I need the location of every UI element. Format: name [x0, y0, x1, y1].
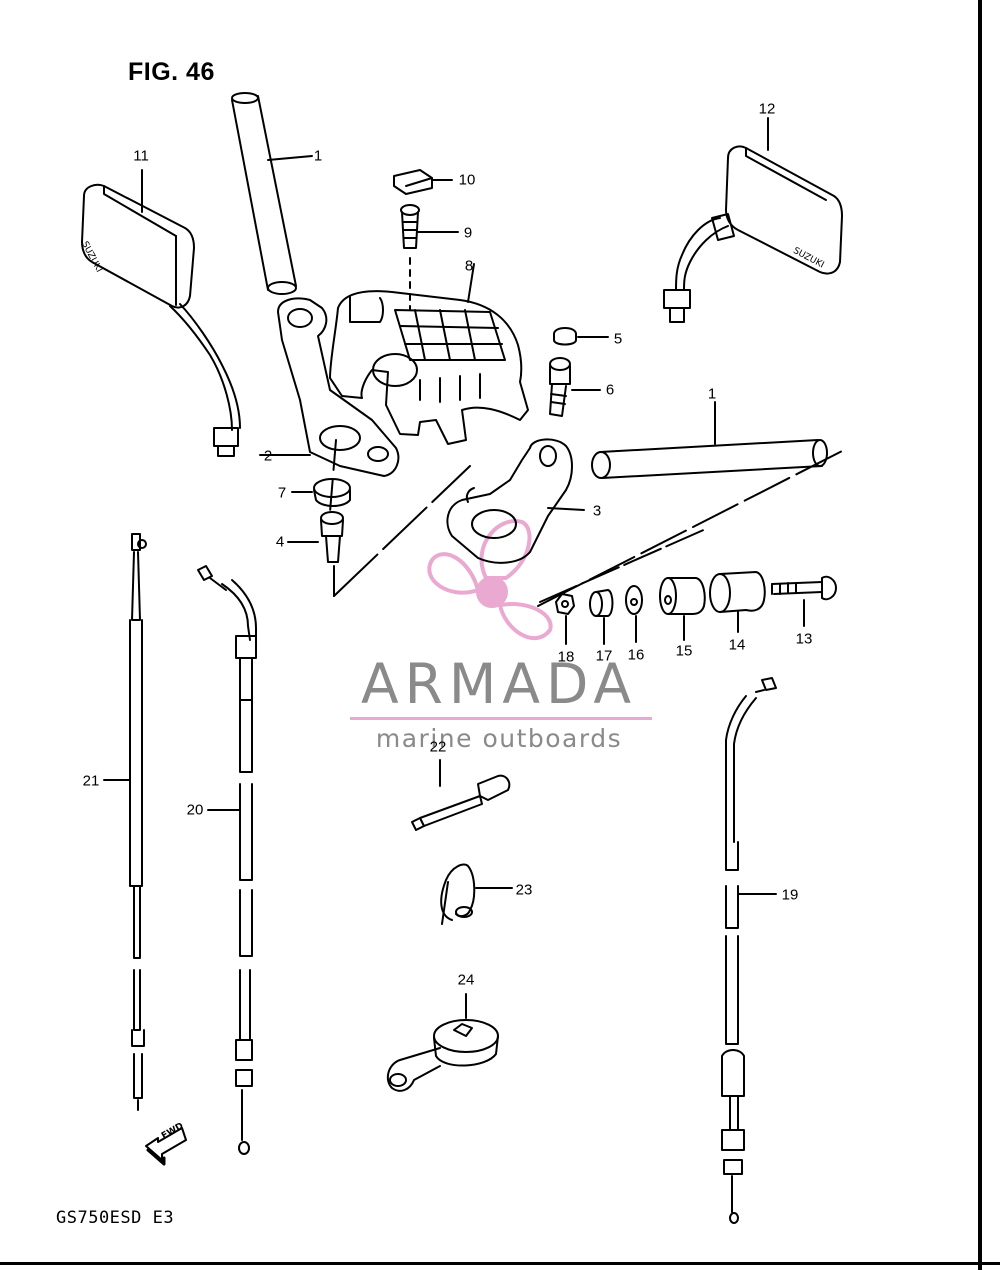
callout-14: 14 — [728, 636, 746, 654]
handlebar-pipe-left — [231, 92, 313, 295]
handlebar-holder-left — [259, 297, 400, 477]
callout-9: 9 — [463, 224, 473, 242]
callout-16: 16 — [627, 646, 645, 664]
callout-24: 24 — [457, 971, 475, 989]
figure-title: FIG. 46 — [128, 58, 215, 86]
mirror-left — [81, 169, 241, 457]
cap-5 — [553, 327, 609, 346]
callout-2: 2 — [263, 447, 273, 465]
bolt-4 — [287, 465, 471, 597]
washer-16 — [625, 585, 643, 643]
callout-22: 22 — [429, 738, 447, 756]
callout-20: 20 — [186, 801, 204, 819]
callout-1: 1 — [313, 147, 323, 165]
callout-17: 17 — [595, 647, 613, 665]
watermark-tagline: marine outboards — [375, 724, 623, 753]
callout-5: 5 — [613, 330, 623, 348]
callout-15: 15 — [675, 642, 693, 660]
bolt-6 — [549, 357, 601, 417]
top-bridge-plate — [329, 263, 529, 445]
watermark-divider — [350, 717, 652, 720]
bolt-9 — [400, 204, 459, 311]
handlebar-holder-right — [446, 438, 585, 564]
model-code: GS750ESD E3 — [56, 1208, 175, 1228]
cap-7 — [291, 478, 351, 507]
callout-8: 8 — [464, 257, 474, 275]
weight-14 — [709, 571, 766, 633]
cap-10 — [393, 169, 453, 195]
callout-19: 19 — [781, 886, 799, 904]
handlebar-pipe-right — [591, 401, 828, 479]
callout-11: 11 — [133, 147, 149, 165]
cable-20 — [197, 565, 257, 1155]
callout-13: 13 — [795, 630, 813, 648]
band-22 — [411, 759, 511, 831]
collar-17 — [589, 589, 614, 645]
callout-21: 21 — [82, 772, 100, 790]
callout-4: 4 — [275, 533, 285, 551]
dashed-leader — [329, 439, 337, 513]
cable-21 — [103, 533, 147, 1111]
weight-15 — [659, 577, 706, 641]
page-border-bottom — [0, 1262, 1000, 1265]
mirror-right — [663, 117, 843, 323]
cable-19 — [721, 677, 777, 1224]
forward-arrow-icon — [145, 1127, 187, 1166]
watermark-propeller-icon — [427, 518, 553, 641]
callout-23: 23 — [515, 881, 533, 899]
callout-10: 10 — [458, 171, 476, 189]
callout-1: 1 — [707, 385, 717, 403]
page-border-right — [978, 0, 982, 1270]
callout-6: 6 — [605, 381, 615, 399]
bolt-13 — [771, 575, 837, 627]
clip-23 — [440, 863, 513, 925]
nut-18 — [537, 447, 849, 645]
callout-18: 18 — [557, 648, 575, 666]
callout-7: 7 — [277, 484, 287, 502]
callout-12: 12 — [758, 100, 776, 118]
callout-3: 3 — [592, 502, 602, 520]
cable-guide-24 — [386, 993, 499, 1092]
watermark-name: ARMADA — [361, 652, 637, 716]
